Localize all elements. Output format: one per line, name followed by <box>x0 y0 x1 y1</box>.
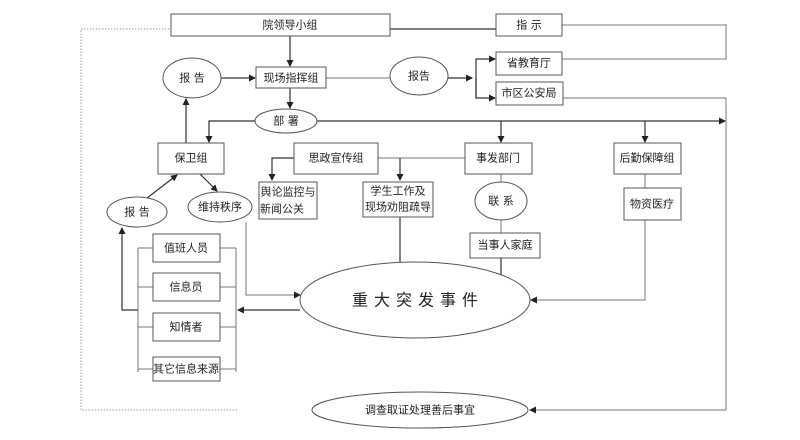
command-label: 现场指挥组 <box>264 71 319 85</box>
police-to-aftermath-arrow <box>529 97 727 414</box>
report-label: 报 告 <box>179 71 205 85</box>
node-command: 现场指挥组 <box>255 66 327 89</box>
node-report-lower: 报 告 <box>106 196 168 228</box>
logistics-label: 后勤保障组 <box>620 151 675 165</box>
propaganda-to-opinion-arrow <box>268 157 294 181</box>
node-informant: 信息员 <box>152 272 221 302</box>
node-order: 维持秩序 <box>187 191 253 223</box>
opinion-label-line2: 新闻公关 <box>260 202 304 216</box>
node-contact: 联 系 <box>474 181 528 221</box>
node-city-police: 市区公安局 <box>495 81 564 106</box>
leadership-label: 院领导小组 <box>263 18 318 32</box>
deploy-to-security-arrow <box>205 120 255 143</box>
sources-bracket <box>137 247 237 372</box>
instruction-label: 指 示 <box>516 18 542 32</box>
supplies-label: 物资医疗 <box>630 197 674 211</box>
event-label: 重大突发事件 <box>352 291 484 310</box>
family-label: 当事人家庭 <box>478 238 533 252</box>
aftermath-label: 调查取证处理善后事宜 <box>365 403 475 417</box>
sources-to-report-arrow <box>118 227 138 311</box>
contact-label: 联 系 <box>488 195 514 208</box>
province-edu-label: 省教育厅 <box>507 56 551 70</box>
to-police-arrow <box>475 78 496 102</box>
duty-label: 值班人员 <box>164 242 208 255</box>
report-to-security-arrow <box>146 174 178 199</box>
node-logistics: 后勤保障组 <box>613 142 682 175</box>
node-aftermath: 调查取证处理善后事宜 <box>311 391 529 429</box>
node-incident-dept: 事发部门 <box>464 142 533 175</box>
node-province-edu: 省教育厅 <box>495 51 563 76</box>
order-to-event-arrow <box>245 222 301 299</box>
node-report-top-right: 报告 <box>389 56 449 96</box>
deploy-label: 部 署 <box>273 114 299 128</box>
node-report-top-left: 报 告 <box>162 57 222 99</box>
other-sources-label: 其它信息来源 <box>153 362 219 376</box>
propaganda-label: 思政宣传组 <box>309 151 364 165</box>
to-province-arrow <box>475 55 496 98</box>
node-instruction: 指 示 <box>495 13 563 37</box>
order-label: 维持秩序 <box>198 200 242 214</box>
incident-dept-label: 事发部门 <box>476 151 520 165</box>
opinion-label-line1: 舆论监控与 <box>261 185 316 199</box>
node-duty: 值班人员 <box>152 233 221 263</box>
node-security: 保卫组 <box>157 142 225 175</box>
node-other-sources: 其它信息来源 <box>152 356 221 382</box>
report-label: 报 告 <box>124 205 150 219</box>
node-deploy: 部 署 <box>254 108 318 134</box>
node-event: 重大突发事件 <box>299 261 531 339</box>
informant-label: 信息员 <box>170 280 203 294</box>
node-supplies: 物资医疗 <box>623 187 682 221</box>
report-label: 报告 <box>408 69 430 83</box>
logistics-to-event-arrow <box>531 174 646 300</box>
insider-label: 知情者 <box>170 320 203 334</box>
security-to-order-arrow <box>199 173 218 192</box>
node-propaganda: 思政宣传组 <box>293 142 379 175</box>
student-label-line2: 现场劝阻疏导 <box>365 200 431 214</box>
student-label-line1: 学生工作及 <box>371 184 426 198</box>
node-family: 当事人家庭 <box>469 232 541 259</box>
dotted-feedback-arrow <box>80 25 253 411</box>
node-leadership: 院领导小组 <box>170 13 391 37</box>
node-insider: 知情者 <box>152 312 221 342</box>
instruction-province-link <box>562 24 727 60</box>
city-police-label: 市区公安局 <box>502 86 557 100</box>
security-label: 保卫组 <box>175 151 208 165</box>
